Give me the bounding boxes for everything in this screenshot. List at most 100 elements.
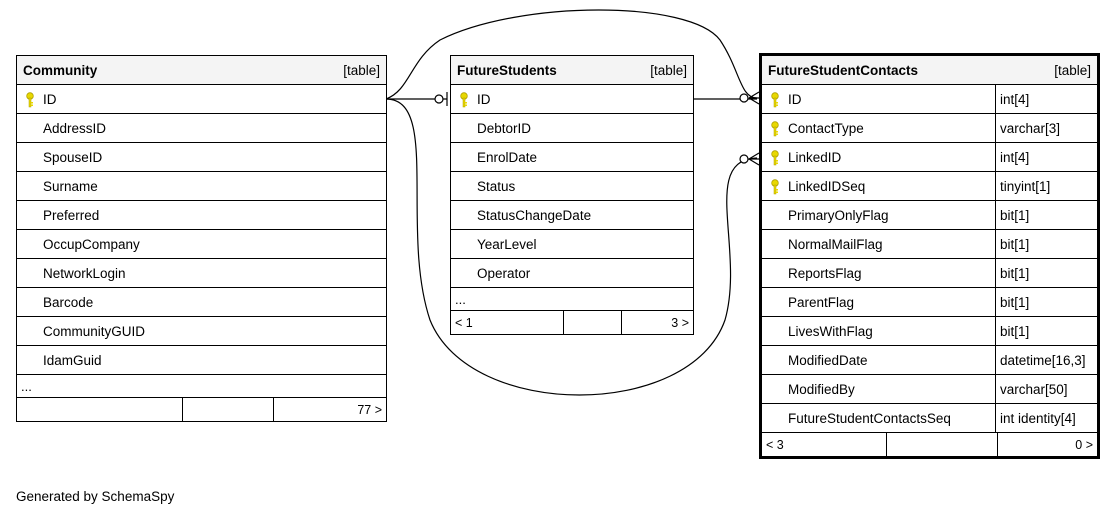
column-name: LinkedID — [788, 149, 842, 165]
column-row[interactable]: YearLevel — [451, 230, 693, 259]
column-type: bit[1] — [995, 288, 1097, 316]
column-name-cell: ModifiedDate — [762, 346, 995, 374]
column-row[interactable]: NetworkLogin — [17, 259, 386, 288]
column-name-cell: IdamGuid — [17, 346, 386, 374]
column-row[interactable]: Barcode — [17, 288, 386, 317]
column-name: FutureStudentContactsSeq — [788, 410, 951, 426]
table-kind: [table] — [650, 62, 687, 78]
column-name-cell: AddressID — [17, 114, 386, 142]
column-name: YearLevel — [477, 236, 537, 252]
column-name-cell: Operator — [451, 259, 693, 287]
column-name-cell: Status — [451, 172, 693, 200]
column-row[interactable]: LinkedID int[4] — [762, 143, 1097, 172]
column-name-cell: Surname — [17, 172, 386, 200]
column-name: ID — [788, 91, 802, 107]
column-row[interactable]: ID — [451, 85, 693, 114]
table-name: FutureStudents — [457, 62, 557, 78]
column-name: ReportsFlag — [788, 265, 862, 281]
primary-key-icon — [771, 92, 779, 108]
column-name-cell: ID — [762, 85, 995, 113]
more-columns-ellipsis: ... — [451, 288, 693, 311]
column-type: bit[1] — [995, 259, 1097, 287]
connector-crowfoot — [748, 91, 760, 105]
column-name: Operator — [477, 265, 531, 281]
column-type: datetime[16,3] — [995, 346, 1097, 374]
column-name: ID — [43, 91, 57, 107]
column-row[interactable]: ID — [17, 85, 386, 114]
column-row[interactable]: Surname — [17, 172, 386, 201]
column-name: PrimaryOnlyFlag — [788, 207, 889, 223]
column-name-cell: Barcode — [17, 288, 386, 316]
table-header: FutureStudents [table] — [451, 56, 693, 85]
column-row[interactable]: Status — [451, 172, 693, 201]
column-name: ModifiedBy — [788, 381, 855, 397]
column-name: EnrolDate — [477, 149, 538, 165]
column-type: bit[1] — [995, 230, 1097, 258]
table-footer: 77 > — [17, 398, 386, 421]
table-header: FutureStudentContacts [table] — [762, 56, 1097, 85]
column-row[interactable]: Preferred — [17, 201, 386, 230]
column-row[interactable]: LivesWithFlag bit[1] — [762, 317, 1097, 346]
column-name: IdamGuid — [43, 352, 102, 368]
column-row[interactable]: StatusChangeDate — [451, 201, 693, 230]
column-type: int[4] — [995, 143, 1097, 171]
column-name: NormalMailFlag — [788, 236, 883, 252]
column-type: int[4] — [995, 85, 1097, 113]
column-row[interactable]: AddressID — [17, 114, 386, 143]
column-row[interactable]: CommunityGUID — [17, 317, 386, 346]
table-header: Community [table] — [17, 56, 386, 85]
table-kind: [table] — [1054, 62, 1091, 78]
table-name: Community — [23, 62, 98, 78]
column-name: LivesWithFlag — [788, 323, 873, 339]
column-name: CommunityGUID — [43, 323, 146, 339]
column-row[interactable]: Operator — [451, 259, 693, 288]
column-name-cell: LivesWithFlag — [762, 317, 995, 345]
column-row[interactable]: SpouseID — [17, 143, 386, 172]
column-row[interactable]: NormalMailFlag bit[1] — [762, 230, 1097, 259]
footer-right: 0 > — [1075, 437, 1093, 452]
column-name: OccupCompany — [43, 236, 140, 252]
column-name-cell: SpouseID — [17, 143, 386, 171]
column-type: tinyint[1] — [995, 172, 1097, 200]
connector-optional-circle — [739, 93, 749, 103]
column-row[interactable]: ID int[4] — [762, 85, 1097, 114]
column-name-cell: ModifiedBy — [762, 375, 995, 403]
column-name: DebtorID — [477, 120, 532, 136]
table-futurestudents[interactable]: FutureStudents [table] ID DebtorID EnrolDa… — [450, 55, 694, 335]
column-name-cell: ID — [17, 85, 386, 113]
connector-optional-circle — [739, 154, 749, 164]
footer-middle — [563, 311, 622, 334]
column-name-cell: ID — [451, 85, 693, 113]
column-name: Barcode — [43, 294, 94, 310]
column-row[interactable]: DebtorID — [451, 114, 693, 143]
column-row[interactable]: ReportsFlag bit[1] — [762, 259, 1097, 288]
primary-key-icon — [771, 179, 779, 195]
connector-optional-circle — [434, 94, 444, 104]
column-name-cell: DebtorID — [451, 114, 693, 142]
column-name-cell: CommunityGUID — [17, 317, 386, 345]
column-name-cell: FutureStudentContactsSeq — [762, 404, 995, 432]
column-row[interactable]: OccupCompany — [17, 230, 386, 259]
column-name: Status — [477, 178, 516, 194]
column-row[interactable]: IdamGuid — [17, 346, 386, 375]
column-name-cell: ReportsFlag — [762, 259, 995, 287]
column-name: StatusChangeDate — [477, 207, 592, 223]
column-type: int identity[4] — [995, 404, 1097, 432]
table-footer: < 1 3 > — [451, 311, 693, 334]
column-name: Surname — [43, 178, 98, 194]
column-row[interactable]: FutureStudentContactsSeq int identity[4] — [762, 404, 1097, 433]
primary-key-icon — [771, 121, 779, 137]
column-row[interactable]: EnrolDate — [451, 143, 693, 172]
generated-by-credit: Generated by SchemaSpy — [16, 489, 175, 504]
column-type: bit[1] — [995, 317, 1097, 345]
column-name-cell: Preferred — [17, 201, 386, 229]
column-name: ContactType — [788, 120, 864, 136]
